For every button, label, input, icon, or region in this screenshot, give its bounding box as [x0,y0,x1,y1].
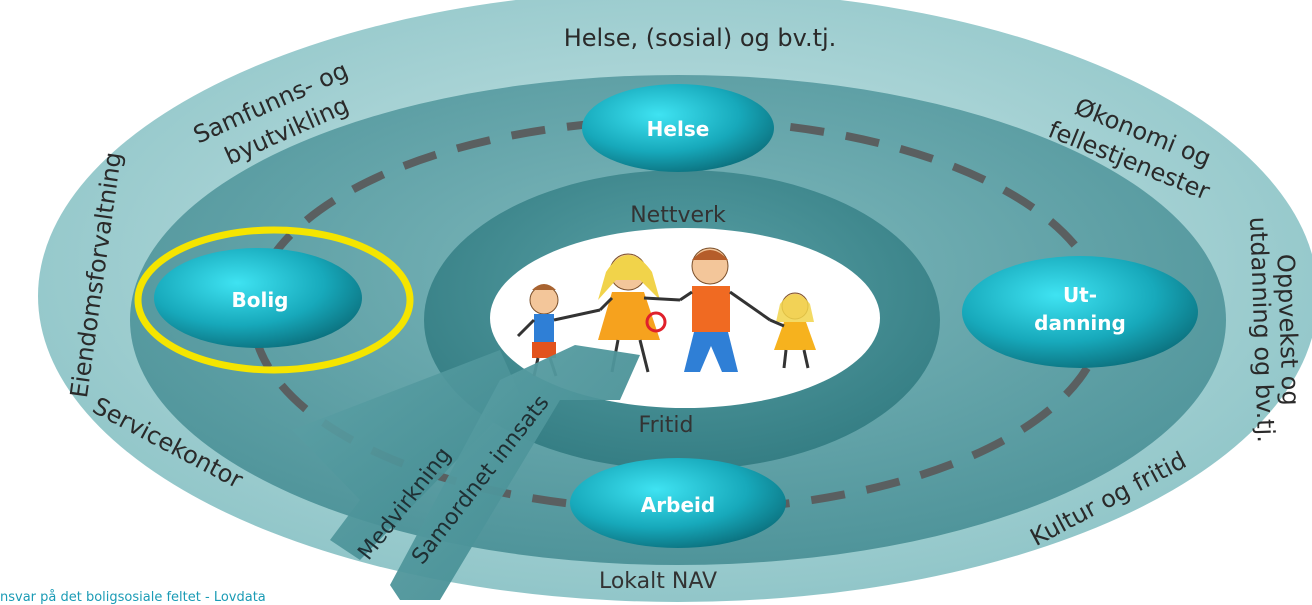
node-utdanning [962,256,1198,368]
samordnet-arrow [390,345,640,600]
node-helse [582,84,774,172]
node-utdanning-label-1: Ut- [1063,283,1097,307]
node-bolig [154,248,362,348]
outer-label-oppvekst-1: Oppvekst og [1271,253,1304,406]
bolig-highlight-ring [134,226,414,374]
node-arbeid-label: Arbeid [641,493,715,517]
outer-label-nav: Lokalt NAV [599,569,717,594]
family-illustration [516,247,816,377]
inner-label-nettverk: Nettverk [630,203,726,228]
outer-label-helse: Helse, (sosial) og bv.tj. [564,24,837,52]
inner-label-fritid: Fritid [639,413,694,438]
medvirkning-arrow [292,350,520,560]
node-arbeid [570,458,786,548]
node-utdanning-label-2: danning [1034,311,1126,335]
node-bolig-label: Bolig [231,288,288,312]
source-caption[interactable]: nsvar på det boligsosiale feltet - Lovda… [0,590,266,605]
node-helse-label: Helse [647,117,710,141]
